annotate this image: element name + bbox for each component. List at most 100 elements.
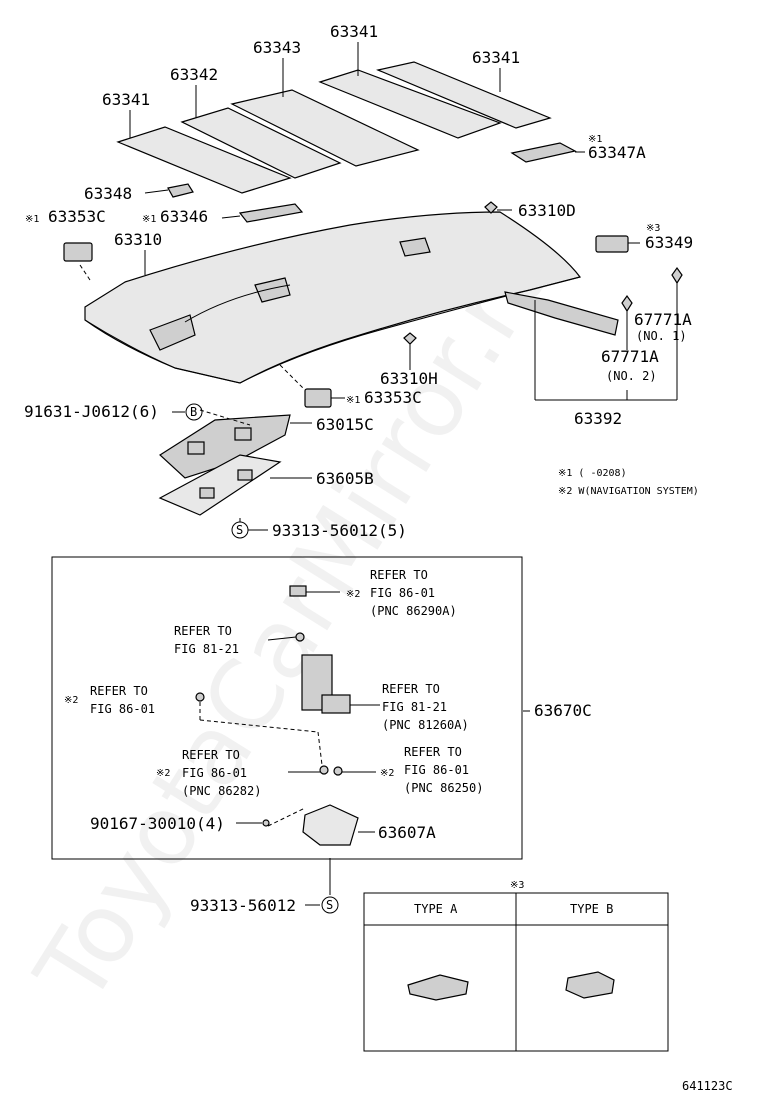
screw-90167 bbox=[262, 819, 270, 827]
label-63347A: 63347A bbox=[588, 143, 646, 162]
pad-63343 bbox=[230, 89, 420, 167]
marker-B: B bbox=[190, 405, 197, 419]
note-2: ※2 W(NAVIGATION SYSTEM) bbox=[558, 486, 699, 497]
label-63310H: 63310H bbox=[380, 369, 438, 388]
label-63310D: 63310D bbox=[518, 201, 576, 220]
retainer-63349 bbox=[595, 235, 629, 253]
dome-opening-rear bbox=[399, 237, 431, 257]
connector-86282 bbox=[319, 765, 329, 775]
r1-line2: FIG 86-01 bbox=[370, 586, 435, 600]
headliner-63310 bbox=[84, 211, 582, 384]
pad-63341-mid bbox=[318, 69, 502, 139]
dome-lamp-63607A bbox=[302, 804, 359, 846]
clip-63310H bbox=[403, 332, 417, 345]
clip-67771A-1 bbox=[671, 266, 683, 285]
r5-line3: (PNC 86282) bbox=[182, 784, 261, 798]
label-63341-right: 63341 bbox=[472, 48, 520, 67]
label-67771A-1-sub: (NO. 1) bbox=[636, 329, 687, 343]
retainer-63353C-bottom bbox=[304, 388, 332, 408]
label-91631: 91631-J0612(6) bbox=[24, 402, 159, 421]
marker-B-circle bbox=[185, 403, 203, 421]
mark-r6: ※2 bbox=[380, 768, 394, 779]
marker-S2-circle bbox=[321, 896, 339, 914]
figure-id: 641123C bbox=[682, 1079, 733, 1093]
antenna-connector bbox=[289, 585, 307, 597]
r6-line1: REFER TO bbox=[404, 745, 462, 759]
mark-r3: ※2 bbox=[64, 695, 78, 706]
clip-67771A-2 bbox=[621, 294, 633, 313]
connector-86250 bbox=[333, 766, 343, 776]
r4-line3: (PNC 81260A) bbox=[382, 718, 469, 732]
r6-line3: (PNC 86250) bbox=[404, 781, 483, 795]
label-63348: 63348 bbox=[84, 184, 132, 203]
label-67771A-1: 67771A bbox=[634, 310, 692, 329]
label-63670C: 63670C bbox=[534, 701, 592, 720]
label-90167: 90167-30010(4) bbox=[90, 814, 225, 833]
mark-63346: ※1 bbox=[142, 214, 156, 225]
marker-S1-circle bbox=[231, 521, 249, 539]
side-trim-63392 bbox=[504, 291, 619, 336]
r2-line2: FIG 81-21 bbox=[174, 642, 239, 656]
r1-line1: REFER TO bbox=[370, 568, 428, 582]
leader-lines bbox=[79, 42, 678, 906]
r6-line2: FIG 86-01 bbox=[404, 763, 469, 777]
lamp-bulb bbox=[295, 632, 305, 642]
pad-63347A bbox=[510, 142, 577, 163]
label-93313-top: 93313-56012(5) bbox=[272, 521, 407, 540]
harness-bracket bbox=[321, 694, 351, 714]
r1-line3: (PNC 86290A) bbox=[370, 604, 457, 618]
pad-63346 bbox=[238, 203, 304, 223]
pad-63341-right bbox=[376, 61, 552, 129]
note-1: ※1 ( -0208) bbox=[558, 468, 627, 479]
label-63310: 63310 bbox=[114, 230, 162, 249]
marker-S1: S bbox=[236, 523, 243, 537]
type-b-header: TYPE B bbox=[570, 902, 613, 916]
insulation-pads bbox=[116, 61, 577, 223]
label-63353C-bottom: 63353C bbox=[364, 388, 422, 407]
pad-63341-left bbox=[116, 126, 292, 194]
label-63605B: 63605B bbox=[316, 469, 374, 488]
label-63353C-top: 63353C bbox=[48, 207, 106, 226]
panel-hole-2 bbox=[237, 469, 253, 481]
type-a-header: TYPE A bbox=[414, 902, 458, 916]
label-63349: 63349 bbox=[645, 233, 693, 252]
mark-63353C-bottom: ※1 bbox=[346, 395, 360, 406]
type-table-mark: ※3 bbox=[510, 880, 524, 891]
r5-line1: REFER TO bbox=[182, 748, 240, 762]
bracket-hole-2 bbox=[234, 427, 252, 441]
mark-r5: ※2 bbox=[156, 768, 170, 779]
r2-line1: REFER TO bbox=[174, 624, 232, 638]
pad-63342 bbox=[180, 107, 342, 179]
type-table: ※3 TYPE A TYPE B bbox=[363, 880, 669, 1052]
console-assembly bbox=[158, 414, 291, 516]
mark-63349: ※3 bbox=[646, 223, 660, 234]
refer-box: 63670C ※2 REFER TO FIG 86-01 (PNC 86290A… bbox=[51, 556, 592, 860]
bracket-63015C bbox=[159, 414, 291, 479]
label-63341-left: 63341 bbox=[102, 90, 150, 109]
label-63341-mid: 63341 bbox=[330, 22, 378, 41]
label-63015C: 63015C bbox=[316, 415, 374, 434]
r4-line1: REFER TO bbox=[382, 682, 440, 696]
marker-S2: S bbox=[326, 898, 333, 912]
sunvisor-recess bbox=[149, 314, 196, 351]
retainer-63353C-top bbox=[63, 242, 93, 262]
label-63346: 63346 bbox=[160, 207, 208, 226]
label-63343: 63343 bbox=[253, 38, 301, 57]
r3-line2: FIG 86-01 bbox=[90, 702, 155, 716]
pad-63348 bbox=[167, 183, 194, 198]
r5-line2: FIG 86-01 bbox=[182, 766, 247, 780]
label-63607A: 63607A bbox=[378, 823, 436, 842]
refer-box-frame bbox=[51, 556, 523, 860]
clip-63310D bbox=[484, 201, 498, 214]
callouts: 63341 63342 63343 63341 63341 ※1 63347A … bbox=[24, 22, 693, 540]
label-67771A-2-sub: (NO. 2) bbox=[606, 369, 657, 383]
mic-part bbox=[195, 692, 205, 702]
r4-line2: FIG 81-21 bbox=[382, 700, 447, 714]
panel-hole-1 bbox=[199, 487, 215, 499]
label-63342: 63342 bbox=[170, 65, 218, 84]
notes: ※1 ( -0208) ※2 W(NAVIGATION SYSTEM) bbox=[558, 468, 699, 497]
label-63392: 63392 bbox=[574, 409, 622, 428]
type-b-retainer bbox=[565, 971, 615, 999]
mark-r1: ※2 bbox=[346, 589, 360, 600]
